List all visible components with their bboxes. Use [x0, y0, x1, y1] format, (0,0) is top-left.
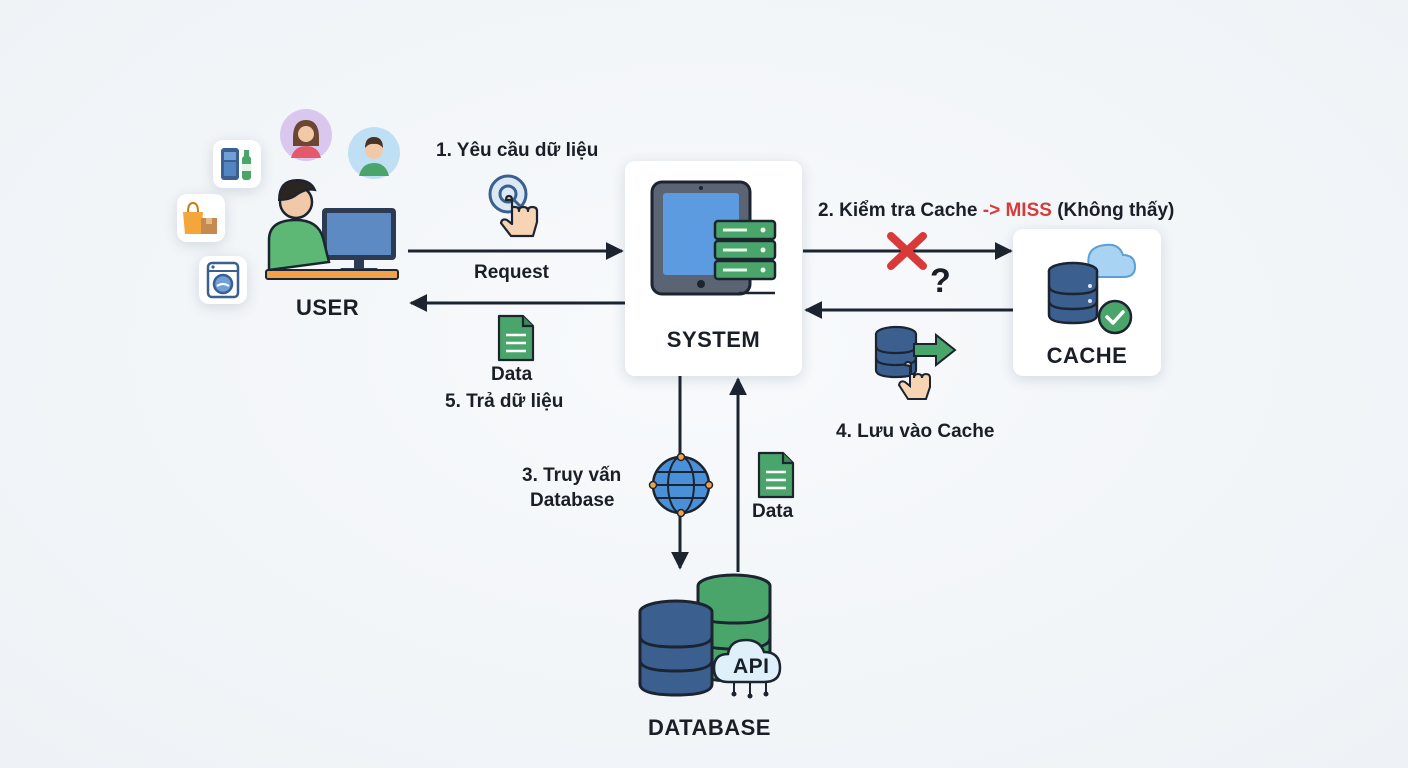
database-stack-icon — [638, 573, 782, 699]
red-x-icon — [887, 232, 927, 270]
save-cache-icon — [874, 325, 957, 400]
step3-line1: 3. Truy vấn — [522, 465, 622, 486]
api-badge: API — [733, 655, 770, 678]
step3-line2: Database — [530, 490, 615, 511]
document-icon — [757, 451, 795, 499]
user-at-desk-icon — [265, 178, 399, 280]
request-label: Request — [474, 262, 549, 283]
db-data-label: Data — [752, 501, 794, 522]
shopping-bags-icon — [183, 201, 217, 234]
step2-label: 2. Kiểm tra Cache -> MISS (Không thấy) — [818, 200, 1174, 222]
return-data-label: Data — [491, 364, 533, 385]
man-avatar-icon — [348, 127, 400, 179]
cache-label: CACHE — [1046, 343, 1128, 368]
shopping-tile — [177, 194, 225, 242]
step5-label: 5. Trả dữ liệu — [445, 391, 564, 412]
washing-machine-icon — [206, 261, 240, 299]
user-label: USER — [296, 295, 360, 320]
touch-search-icon — [488, 174, 539, 238]
step2-miss: MISS — [1005, 200, 1052, 221]
phone-grocery-icon — [221, 148, 251, 180]
step2-prefix: 2. Kiểm tra Cache — [818, 200, 983, 221]
woman-avatar-icon — [280, 109, 332, 161]
database-label: DATABASE — [648, 715, 771, 740]
tablet-server-icon — [650, 180, 777, 296]
system-label: SYSTEM — [666, 327, 761, 352]
globe-network-icon — [648, 452, 714, 518]
step2-arrow: -> — [982, 200, 1001, 221]
cache-card: CACHE — [1013, 229, 1161, 376]
cache-database-icon — [1047, 243, 1137, 335]
step1-label: 1. Yêu cầu dữ liệu — [436, 140, 599, 161]
washer-tile — [199, 256, 247, 304]
step4-label: 4. Lưu vào Cache — [836, 421, 995, 442]
grocery-tile — [213, 140, 261, 188]
system-card: SYSTEM — [625, 161, 802, 376]
question-mark: ? — [930, 262, 952, 300]
document-icon — [497, 314, 535, 362]
step2-suffix: (Không thấy) — [1051, 200, 1175, 221]
